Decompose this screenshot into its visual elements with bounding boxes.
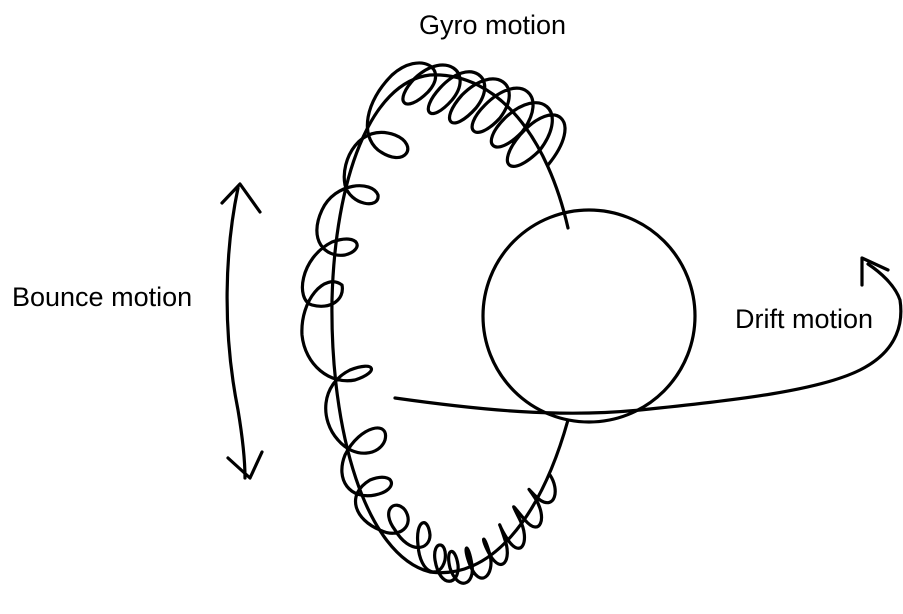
drift-motion-label: Drift motion	[735, 306, 873, 333]
orbit-ellipse	[332, 75, 568, 573]
bounce-arrow-shaft	[227, 188, 245, 478]
bounce-motion-label: Bounce motion	[12, 284, 192, 311]
gyro-motion-label: Gyro motion	[419, 12, 566, 39]
bounce-arrowhead-top	[222, 184, 260, 212]
drift-path	[395, 264, 901, 413]
center-circle	[483, 210, 695, 422]
drift-arrowhead	[862, 258, 888, 285]
gyro-helix	[302, 63, 565, 583]
